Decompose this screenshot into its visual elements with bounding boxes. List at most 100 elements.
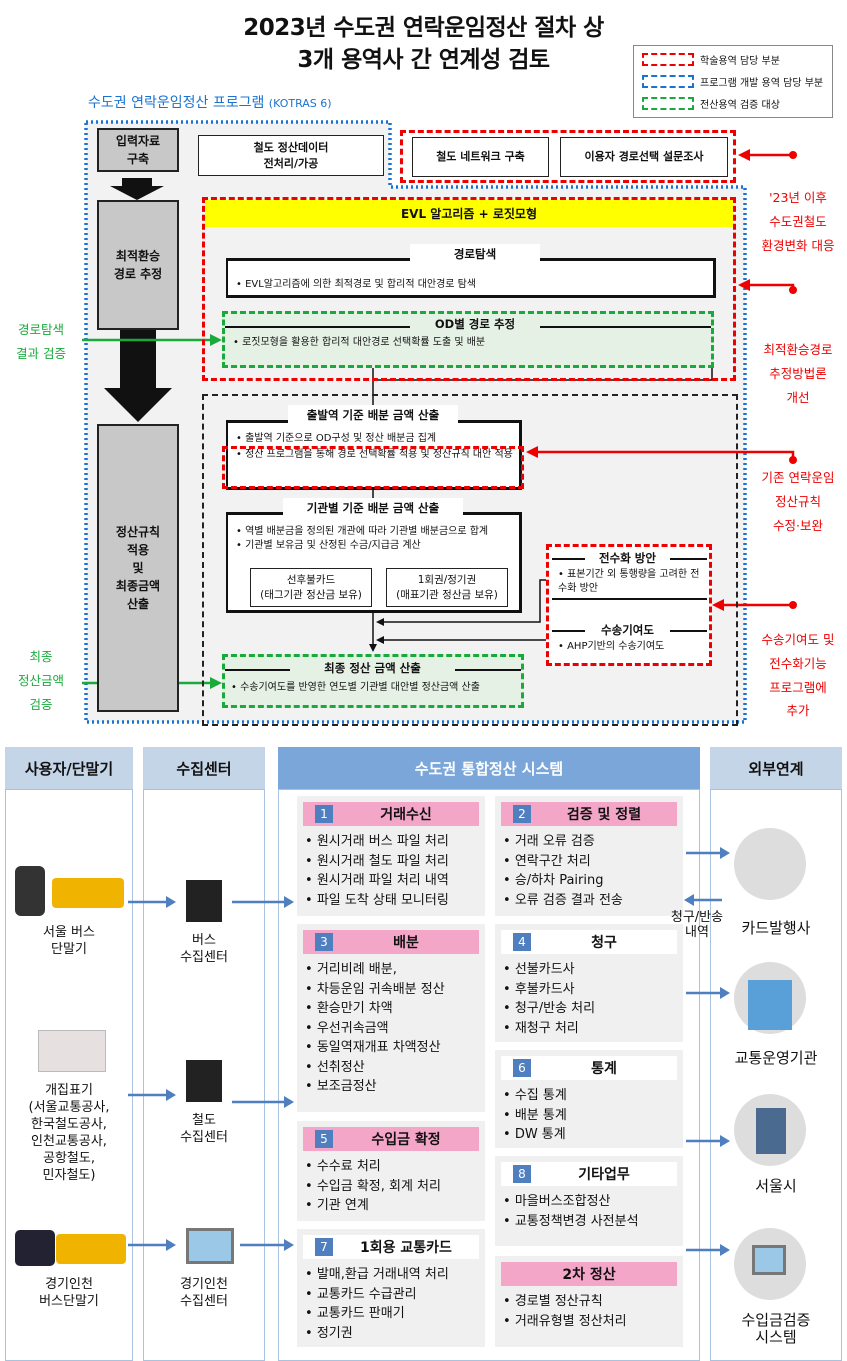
ext-seoul-city: 서울시 <box>755 1177 797 1195</box>
route-search-title: 경로탐색 <box>410 244 540 264</box>
module-number: 3 <box>315 933 333 951</box>
agency-bullet-1: • 역별 배분금을 정의된 개관에 따라 기관별 배분금으로 합계 <box>236 526 489 537</box>
computer-icon <box>186 1228 234 1264</box>
module-4: 4청구선불카드사후불카드사청구/반송 처리재청구 처리 <box>495 924 683 1042</box>
center-rail: 철도 수집센터 <box>180 1113 228 1145</box>
note-final-verify: 최종 정산금액 검증 <box>0 645 82 717</box>
module-item: DW 통계 <box>503 1125 567 1145</box>
claim-return-label: 청구/반송 내역 <box>670 910 724 940</box>
module-1: 1거래수신원시거래 버스 파일 처리원시거래 철도 파일 처리원시거래 파일 처… <box>297 796 485 916</box>
user-seoul-bus: 서울 버스 단말기 <box>43 925 95 957</box>
module-item: 거래유형별 정산처리 <box>503 1312 627 1332</box>
full-count-title: 전수화 방안 <box>585 548 670 568</box>
building-shape <box>748 980 792 1030</box>
bus-icon <box>52 878 124 908</box>
module-title: 기타업무 <box>578 1167 630 1183</box>
flow-arrows <box>128 847 730 1256</box>
center-gyeonggi: 경기인천 수집센터 <box>180 1277 228 1309</box>
full-count-area <box>546 544 712 666</box>
module-number: 2 <box>513 805 531 823</box>
evl-header: EVL 알고리즘 + 로짓모형 <box>205 200 733 227</box>
server-icon <box>186 880 222 922</box>
gyeonggi-terminal-icon <box>15 1230 55 1266</box>
module-item: 수수료 처리 <box>305 1157 441 1177</box>
module-number: 7 <box>315 1238 333 1256</box>
note-env-change: '23년 이후 수도권철도 환경변화 대응 <box>761 190 835 253</box>
step-input: 입력자료 구축 <box>97 128 179 172</box>
col-header-users: 사용자/단말기 <box>5 747 133 789</box>
legend-swatch-blue <box>642 75 694 88</box>
module-number: 6 <box>513 1059 531 1077</box>
network-box: 철도 네트워크 구축 <box>412 137 549 177</box>
note-rules: 기존 연락운임 정산규칙 수정·보완 <box>761 470 835 533</box>
survey-box: 이용자 경로선택 설문조사 <box>560 137 728 177</box>
module-title: 청구 <box>591 935 617 951</box>
route-search-bullet: • EVL알고리즘에 의한 최적경로 및 합리적 대안경로 탐색 <box>236 279 477 290</box>
module-item: 교통카드 판매기 <box>305 1304 449 1324</box>
module-title: 2차 정산 <box>562 1267 616 1283</box>
settlement-area <box>202 394 738 726</box>
module-item: 경로별 정산규칙 <box>503 1292 627 1312</box>
legend: 학술용역 담당 부분 프로그램 개발 용역 담당 부분 전산용역 검증 대상 <box>633 45 833 118</box>
card-issuer-icon <box>734 828 806 900</box>
module-item: 기관 연계 <box>305 1196 441 1216</box>
final-title: 최종 정산 금액 산출 <box>290 658 455 678</box>
module-item: 거리비례 배분, <box>305 960 445 980</box>
departure-red-highlight <box>222 446 524 489</box>
ext-revenue-verify: 수입금검증 시스템 <box>741 1311 811 1346</box>
card-prepaid-box: 선후불카드 (태그기관 정산금 보유) <box>250 568 372 607</box>
module-item: 우선귀속금액 <box>305 1019 445 1039</box>
legend-swatch-green <box>642 97 694 110</box>
center-bus: 버스 수집센터 <box>180 933 228 965</box>
legend-swatch-red <box>642 53 694 66</box>
module-item: 발매,환급 거래내역 처리 <box>305 1265 449 1285</box>
card-single-box: 1회권/정기권 (매표기관 정산금 보유) <box>386 568 508 607</box>
module-item: 선불카드사 <box>503 960 595 980</box>
module-item: 수집 통계 <box>503 1086 567 1106</box>
evl-area <box>202 197 736 381</box>
module-title: 배분 <box>393 935 419 951</box>
module-item: 마을버스조합정산 <box>503 1192 639 1212</box>
od-title: OD별 경로 추정 <box>410 314 540 334</box>
agency-title: 기관별 기준 배분 금액 산출 <box>283 498 463 518</box>
note-route-verify: 경로탐색 결과 검증 <box>0 318 82 366</box>
module-item: 환승만기 차액 <box>305 999 445 1019</box>
note-method: 최적환승경로 추정방법론 개선 <box>763 342 833 405</box>
module-item: 청구/반송 처리 <box>503 999 595 1019</box>
module-title: 거래수신 <box>380 807 432 823</box>
module-8: 8기타업무마을버스조합정산교통정책변경 사전분석 <box>495 1156 683 1246</box>
note-contrib: 수송기여도 및 전수화기능 프로그램에 추가 <box>761 632 835 719</box>
module-item: 연락구간 처리 <box>503 852 623 872</box>
module-title: 검증 및 정렬 <box>566 807 642 823</box>
module-2: 2검증 및 정렬거래 오류 검증연락구간 처리승/하차 Pairing오류 검증… <box>495 796 683 916</box>
ext-operators: 교통운영기관 <box>734 1049 818 1067</box>
program-title: 수도권 연락운임정산 프로그램 (KOTRAS 6) <box>88 95 332 111</box>
module-item: 배분 통계 <box>503 1106 567 1126</box>
module-number: 4 <box>513 933 531 951</box>
departure-title: 출발역 기준 배분 금액 산출 <box>288 405 458 425</box>
step-settle: 정산규칙 적용 및 최종금액 산출 <box>97 424 179 712</box>
computer-shape <box>752 1245 786 1275</box>
contrib-bullet: • AHP기반의 수송기여도 <box>558 641 665 652</box>
module-item: 교통정책변경 사전분석 <box>503 1212 639 1232</box>
module-6: 6통계수집 통계배분 통계DW 통계 <box>495 1050 683 1148</box>
bus-icon <box>56 1234 126 1264</box>
module-item: 거래 오류 검증 <box>503 832 623 852</box>
gate-icon <box>38 1030 106 1072</box>
module-item: 후불카드사 <box>503 980 595 1000</box>
legend-label: 프로그램 개발 용역 담당 부분 <box>700 78 824 89</box>
title-line-2: 3개 용역사 간 연계성 검토 <box>297 47 550 73</box>
module-item: 원시거래 버스 파일 처리 <box>305 832 449 852</box>
user-gyeonggi-bus: 경기인천 버스단말기 <box>39 1277 99 1309</box>
agency-bullet-2: • 기관별 보유금 및 산정된 수금/지급금 계산 <box>236 540 421 551</box>
departure-bullet-2: • 정산 프로그램을 통해 경로 선택확률 적용 및 정산규칙 대안 적용 <box>236 449 513 460</box>
module-item: 보조금정산 <box>305 1077 445 1097</box>
module-title: 수입금 확정 <box>371 1132 441 1148</box>
module-item: 차등운임 귀속배분 정산 <box>305 980 445 1000</box>
module-item: 선취정산 <box>305 1058 445 1078</box>
module-item: 정기권 <box>305 1324 449 1344</box>
module-item: 동일역재개표 차액정산 <box>305 1038 445 1058</box>
module-item: 오류 검증 결과 전송 <box>503 891 623 911</box>
route-search-section: • EVL알고리즘에 의한 최적경로 및 합리적 대안경로 탐색 <box>226 258 716 298</box>
